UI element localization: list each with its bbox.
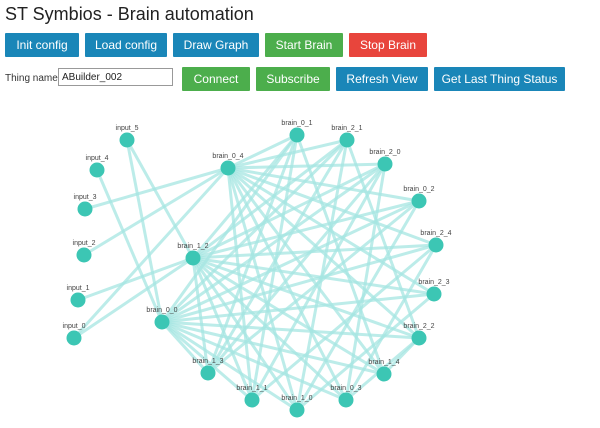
draw-graph-button[interactable]: Draw Graph — [173, 33, 259, 57]
graph-node-label-brain_1_4: brain_1_4 — [368, 359, 399, 366]
graph-edge-brain_1_2-brain_0_2 — [192, 199, 420, 260]
graph-edge-brain_1_0-brain_2_1 — [295, 139, 349, 411]
graph-edge-input_4-brain_0_0 — [95, 169, 164, 323]
graph-node-input_1[interactable] — [70, 292, 86, 308]
graph-node-label-input_4: input_4 — [86, 155, 109, 162]
get-last-thing-status-button[interactable]: Get Last Thing Status — [434, 67, 565, 91]
graph-edge-brain_0_0-brain_1_1 — [161, 320, 253, 402]
graph-edge-brain_1_2-brain_2_3 — [192, 256, 435, 296]
graph-node-input_2[interactable] — [76, 247, 92, 263]
connect-button[interactable]: Connect — [182, 67, 250, 91]
graph-node-label-input_2: input_2 — [73, 240, 96, 247]
graph-node-brain_2_2[interactable] — [411, 330, 427, 346]
graph-edge-brain_1_2-brain_2_0 — [192, 162, 386, 260]
graph-edge-brain_1_1-brain_2_0 — [250, 163, 387, 401]
refresh-view-button[interactable]: Refresh View — [336, 67, 428, 91]
graph-node-brain_0_4[interactable] — [220, 160, 236, 176]
graph-edge-input_0-brain_1_2 — [73, 256, 194, 340]
graph-node-brain_2_0[interactable] — [377, 156, 393, 172]
graph-edge-brain_0_0-brain_1_4 — [161, 320, 385, 376]
graph-edge-brain_1_4-brain_0_1 — [295, 134, 386, 375]
graph-edge-brain_0_0-brain_1_3 — [160, 320, 210, 375]
graph-node-brain_2_4[interactable] — [428, 237, 444, 253]
graph-node-brain_0_0[interactable] — [154, 314, 170, 330]
graph-node-label-input_3: input_3 — [74, 194, 97, 201]
graph-node-label-brain_1_2: brain_1_2 — [177, 243, 208, 250]
graph-edge-brain_1_1-brain_0_1 — [250, 134, 299, 401]
graph-edge-brain_1_2-brain_2_1 — [192, 138, 348, 260]
graph-edge-brain_1_2-brain_1_0 — [191, 257, 299, 411]
graph-edge-brain_0_3-brain_2_4 — [344, 244, 438, 401]
graph-edge-input_5-brain_0_0 — [125, 139, 164, 323]
thing-name-label: Thing name: — [5, 73, 61, 84]
graph-node-brain_1_0[interactable] — [289, 402, 305, 418]
graph-node-label-brain_0_0: brain_0_0 — [146, 307, 177, 314]
graph-node-label-brain_2_1: brain_2_1 — [331, 125, 362, 132]
graph-edge-brain_0_0-brain_2_3 — [161, 292, 435, 324]
graph-edge-brain_0_4-brain_2_0 — [227, 162, 386, 170]
graph-edge-brain_0_4-brain_2_1 — [227, 138, 348, 170]
graph-node-brain_0_3[interactable] — [338, 392, 354, 408]
thing-name-input[interactable] — [58, 68, 173, 86]
graph-node-brain_1_4[interactable] — [376, 366, 392, 382]
load-config-button[interactable]: Load config — [85, 33, 167, 57]
graph-node-label-brain_1_1: brain_1_1 — [236, 385, 267, 392]
graph-node-input_5[interactable] — [119, 132, 135, 148]
graph-edge-brain_1_0-brain_2_3 — [296, 292, 435, 412]
graph-node-label-input_1: input_1 — [67, 285, 90, 292]
graph-edge-brain_0_0-brain_1_0 — [161, 320, 298, 412]
graph-edge-brain_2_2-brain_2_1 — [345, 139, 421, 339]
subscribe-button[interactable]: Subscribe — [256, 67, 330, 91]
graph-edge-brain_0_0-brain_2_1 — [160, 138, 349, 324]
graph-edge-brain_0_0-brain_0_1 — [160, 134, 299, 323]
graph-edge-brain_0_4-brain_0_2 — [227, 166, 420, 203]
graph-edge-brain_0_4-brain_1_0 — [226, 167, 299, 411]
graph-node-label-brain_0_2: brain_0_2 — [403, 186, 434, 193]
page-title: ST Symbios - Brain automation — [5, 4, 254, 24]
graph-edge-brain_0_0-brain_2_0 — [161, 162, 386, 324]
init-config-button[interactable]: Init config — [5, 33, 79, 57]
stop-brain-button[interactable]: Stop Brain — [349, 33, 427, 57]
graph-node-brain_1_1[interactable] — [244, 392, 260, 408]
graph-node-label-brain_0_1: brain_0_1 — [281, 120, 312, 127]
graph-node-label-input_5: input_5 — [116, 125, 139, 132]
graph-node-label-brain_2_2: brain_2_2 — [403, 323, 434, 330]
graph-edge-brain_0_4-brain_0_1 — [227, 133, 298, 170]
graph-node-label-input_0: input_0 — [63, 323, 86, 330]
graph-node-brain_2_1[interactable] — [339, 132, 355, 148]
graph-edge-input_3-brain_0_4 — [84, 166, 229, 211]
graph-edge-brain_0_4-brain_2_2 — [227, 166, 420, 340]
graph-edge-brain_1_1-brain_2_4 — [251, 243, 437, 402]
graph-edge-input_1-brain_1_2 — [77, 256, 194, 302]
graph-edge-brain_0_3-brain_2_0 — [344, 163, 387, 401]
graph-edge-input_0-brain_0_4 — [72, 166, 230, 340]
graph-edge-brain_1_2-brain_2_2 — [192, 256, 420, 340]
start-brain-button[interactable]: Start Brain — [265, 33, 343, 57]
graph-edge-input_2-brain_0_4 — [83, 166, 229, 257]
graph-edge-input_5-brain_1_2 — [125, 139, 195, 259]
graph-node-brain_0_1[interactable] — [289, 127, 305, 143]
graph-node-brain_0_2[interactable] — [411, 193, 427, 209]
graph-node-label-brain_1_3: brain_1_3 — [192, 358, 223, 365]
graph-node-label-brain_2_4: brain_2_4 — [420, 230, 451, 237]
graph-node-input_0[interactable] — [66, 330, 82, 346]
graph-node-input_3[interactable] — [77, 201, 93, 217]
graph-edge-brain_1_3-brain_0_1 — [206, 134, 299, 374]
graph-edge-brain_0_0-brain_0_3 — [161, 320, 347, 402]
graph-node-label-brain_1_0: brain_1_0 — [281, 395, 312, 402]
graph-node-label-brain_2_0: brain_2_0 — [369, 149, 400, 156]
graph-node-brain_1_2[interactable] — [185, 250, 201, 266]
graph-edge-brain_0_4-brain_1_4 — [226, 167, 386, 375]
graph-node-brain_1_3[interactable] — [200, 365, 216, 381]
graph-node-label-brain_2_3: brain_2_3 — [418, 279, 449, 286]
graph-edge-brain_1_3-brain_0_2 — [207, 199, 420, 375]
graph-node-label-brain_0_4: brain_0_4 — [212, 153, 243, 160]
graph-node-brain_2_3[interactable] — [426, 286, 442, 302]
graph-node-input_4[interactable] — [89, 162, 105, 178]
graph-edge-brain_1_3-brain_2_0 — [206, 163, 387, 374]
graph-node-label-brain_0_3: brain_0_3 — [330, 385, 361, 392]
graph-edge-brain_1_2-brain_0_1 — [191, 134, 299, 259]
